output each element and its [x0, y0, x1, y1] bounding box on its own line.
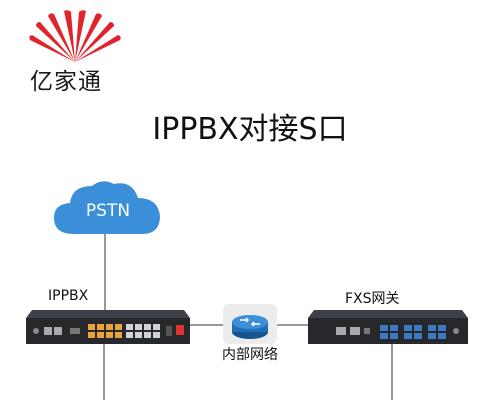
- ippbx-label: IPPBX: [48, 288, 89, 304]
- fxs-label: FXS网关: [345, 291, 400, 307]
- logo-icon: [29, 10, 121, 63]
- page-title: IPPBX对接S口: [152, 112, 348, 147]
- pstn-cloud-icon: [54, 181, 160, 234]
- logo-text: 亿家通: [30, 69, 102, 95]
- lan-label: 内部网络: [222, 347, 278, 363]
- pstn-label: PSTN: [85, 201, 131, 221]
- ippbx-device-icon: [26, 310, 190, 344]
- router-icon: [223, 304, 277, 344]
- fxs-gateway-device-icon: [308, 310, 468, 344]
